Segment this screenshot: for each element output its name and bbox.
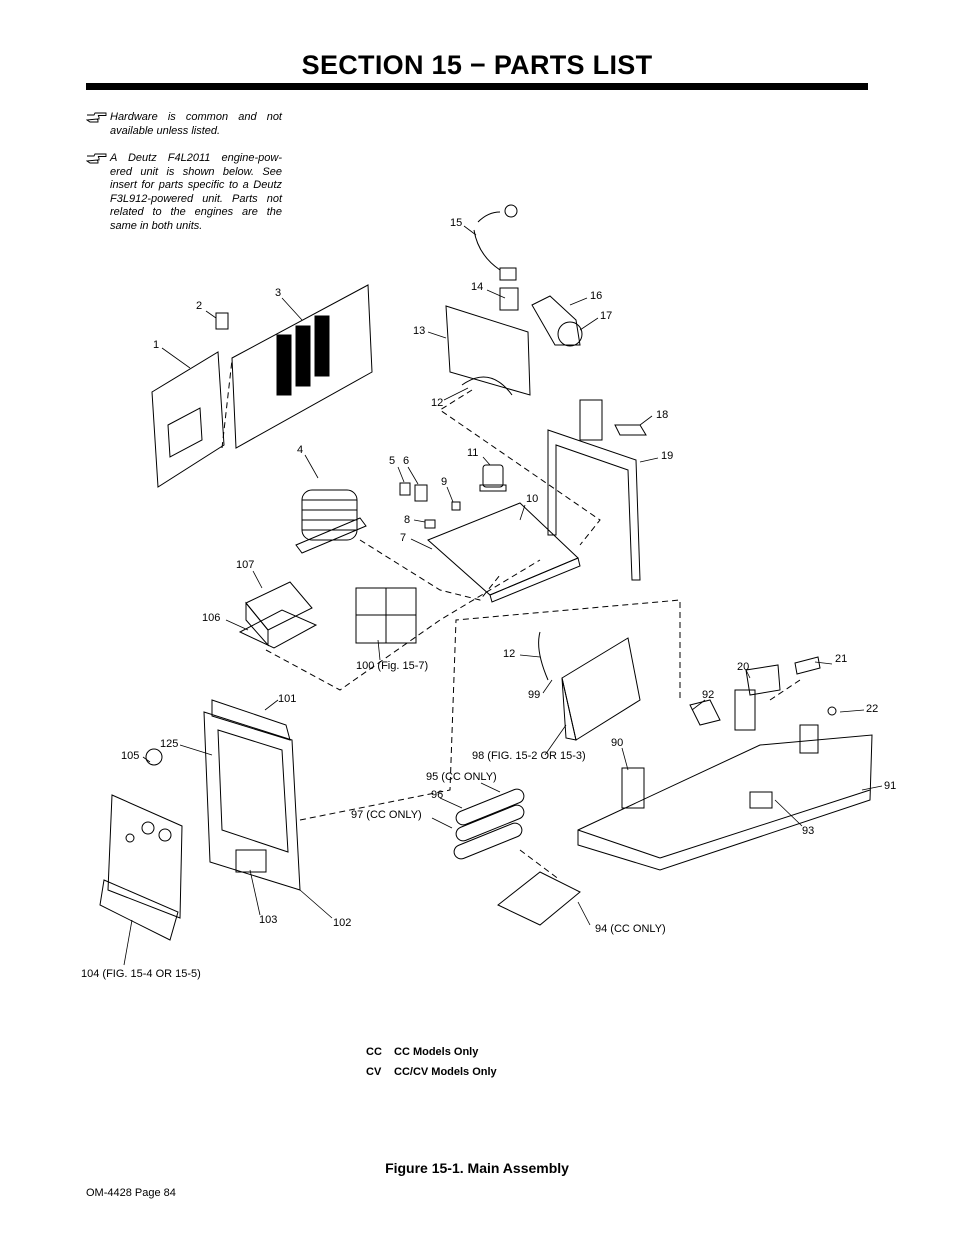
legend-desc: CC/CV Models Only (394, 1066, 497, 1078)
reactor-part (295, 489, 367, 554)
control-module-part (355, 587, 417, 644)
callout-label: 107 (236, 559, 255, 571)
callout-label: 12 (431, 397, 444, 409)
callout-label: 7 (400, 532, 407, 544)
callout-label: 105 (121, 750, 140, 762)
callout-label: 11 (467, 447, 479, 459)
louvered-panel-part (231, 284, 373, 449)
side-panel-part (151, 351, 225, 488)
legend-row: CC CC Models Only (366, 1046, 478, 1058)
callout-label: 92 (702, 689, 715, 701)
callout-label: 94 (CC ONLY) (595, 923, 666, 935)
callout-label: 101 (278, 693, 297, 705)
pointing-hand-icon (86, 112, 107, 123)
callout-label: 98 (FIG. 15-2 OR 15-3) (472, 750, 586, 762)
callout-label: 17 (600, 310, 613, 322)
callout-label: 106 (202, 612, 221, 624)
callout-label: 19 (661, 450, 674, 462)
callout-label: 125 (160, 738, 179, 750)
bracket-part (414, 484, 428, 502)
callout-label: 2 (196, 300, 203, 312)
note-text: Hardware is common and not available unl… (110, 111, 282, 137)
section-title: SECTION 15 − PARTS LIST (301, 50, 653, 80)
callout-label: 104 (FIG. 15-4 OR 15-5) (81, 968, 201, 980)
callout-label: 103 (259, 914, 278, 926)
title-rule (86, 83, 868, 90)
bulkhead-part (445, 305, 531, 396)
callout-label: 100 (Fig. 15-7) (356, 660, 429, 672)
legend-code: CV (366, 1066, 382, 1078)
bracket-part (399, 482, 411, 496)
callout-label: 10 (526, 493, 539, 505)
grommet-part (827, 706, 837, 716)
note-text: A Deutz F4L2011 engine-pow- ered unit is… (110, 152, 282, 232)
callout-label: 12 (503, 648, 516, 660)
note-hardware: Hardware is common and not available unl… (86, 111, 282, 138)
callout-label: 15 (450, 217, 463, 229)
clip-part (538, 631, 549, 681)
callout-label: 14 (471, 281, 484, 293)
legend-row: CV CC/CV Models Only (366, 1066, 497, 1078)
air-cleaner-part (473, 204, 583, 347)
callout-label: 13 (413, 325, 426, 337)
bracket-part (745, 664, 781, 696)
resistor-part (453, 788, 525, 860)
front-panel-part (99, 794, 183, 941)
callout-label: 96 (431, 789, 444, 801)
terminal-part (451, 501, 461, 511)
lift-frame-part (547, 399, 647, 581)
base-plate-part (427, 502, 581, 603)
callout-label: 1 (153, 339, 160, 351)
front-frame-part (203, 699, 301, 891)
enclosure-part (238, 581, 318, 649)
tray-part (497, 871, 581, 926)
callout-label: 21 (835, 653, 848, 665)
leader-lines (123, 225, 883, 966)
alignment-lines (221, 359, 801, 881)
callout-label: 6 (403, 455, 410, 467)
callout-label: 4 (297, 444, 304, 456)
callout-label: 9 (441, 476, 448, 488)
callout-label: 3 (275, 287, 282, 299)
callout-label: 8 (404, 514, 411, 526)
pointing-hand-icon (86, 153, 107, 164)
page-footer: OM-4428 Page 84 (86, 1187, 176, 1199)
callout-label: 97 (CC ONLY) (351, 809, 422, 821)
transformer-part (479, 464, 507, 492)
legend-code: CC (366, 1046, 382, 1058)
callout-label: 18 (656, 409, 669, 421)
callout-label: 99 (528, 689, 541, 701)
base-frame-part (577, 689, 873, 871)
callout-label: 93 (802, 825, 815, 837)
callout-label: 95 (CC ONLY) (426, 771, 497, 783)
callout-label: 91 (884, 780, 897, 792)
figure-caption: Figure 15-1. Main Assembly (385, 1160, 569, 1176)
callout-label: 20 (737, 661, 750, 673)
callout-label: 90 (611, 737, 624, 749)
meter-part (145, 748, 163, 766)
note-engine: A Deutz F4L2011 engine-pow- ered unit is… (86, 152, 282, 233)
terminal-part (424, 519, 436, 529)
bracket-part (794, 656, 821, 675)
callout-label: 5 (389, 455, 396, 467)
label-part (215, 312, 229, 330)
rectifier-panel-part (561, 637, 641, 741)
callout-label: 102 (333, 917, 352, 929)
legend-desc: CC Models Only (394, 1046, 479, 1058)
callout-label: 16 (590, 290, 603, 302)
callout-label: 22 (866, 703, 879, 715)
